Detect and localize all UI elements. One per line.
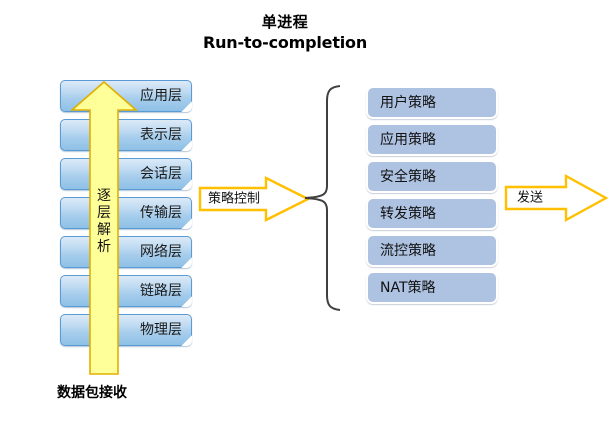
curly-brace-connector [300, 82, 344, 314]
osi-layer-label: 会话层 [140, 166, 182, 182]
policy-item-forwarding[interactable]: 转发策略 [366, 197, 498, 230]
osi-layer-presentation[interactable]: 表示层 [60, 119, 192, 151]
osi-layer-network[interactable]: 网络层 [60, 236, 192, 268]
up-arrow-label-char: 析 [97, 239, 111, 255]
arrow-policy-control-label: 策略控制 [208, 191, 261, 207]
title-line-chinese: 单进程 [261, 13, 309, 31]
osi-layer-physical[interactable]: 物理层 [60, 314, 192, 346]
policy-item-label: 用户策略 [380, 94, 436, 111]
osi-layer-label: 应用层 [140, 88, 182, 104]
osi-layer-transport[interactable]: 传输层 [60, 197, 192, 229]
osi-layer-label: 物理层 [140, 322, 182, 338]
osi-layer-datalink[interactable]: 链路层 [60, 275, 192, 307]
policy-item-security[interactable]: 安全策略 [366, 160, 498, 193]
osi-layer-label: 网络层 [140, 244, 182, 260]
policy-item-user[interactable]: 用户策略 [366, 86, 498, 119]
policy-item-nat[interactable]: NAT策略 [366, 271, 498, 304]
policy-item-label: 转发策略 [380, 205, 436, 222]
policy-item-label: 应用策略 [380, 131, 436, 148]
policy-item-application[interactable]: 应用策略 [366, 123, 498, 156]
right-arrow-icon [504, 173, 608, 223]
osi-layer-stack: 应用层 表示层 会话层 传输层 网络层 链路层 物理层 [60, 80, 192, 346]
up-arrow-label-char: 解 [97, 222, 111, 238]
up-arrow-icon [70, 80, 138, 375]
policy-item-label: 安全策略 [380, 168, 436, 185]
up-arrow-label-char: 逐 [97, 188, 111, 204]
osi-layer-label: 表示层 [140, 127, 182, 143]
policy-item-flow-control[interactable]: 流控策略 [366, 234, 498, 267]
osi-layer-session[interactable]: 会话层 [60, 158, 192, 190]
bottom-caption-packet-receive: 数据包接收 [57, 385, 127, 401]
up-arrow-label: 逐 层 解 析 [70, 188, 138, 256]
osi-layer-label: 链路层 [140, 283, 182, 299]
arrow-send-label: 发送 [517, 190, 544, 206]
right-arrow-icon [198, 176, 310, 222]
arrow-policy-control[interactable]: 策略控制 [198, 176, 310, 222]
diagram-title: 单进程 Run-to-completion [150, 12, 420, 53]
left-curly-brace-icon [304, 85, 341, 311]
title-line-english: Run-to-completion [202, 33, 368, 52]
up-arrow-label-char: 层 [97, 205, 111, 221]
osi-layer-label: 传输层 [140, 205, 182, 221]
arrow-send[interactable]: 发送 [504, 173, 608, 223]
policy-list: 用户策略 应用策略 安全策略 转发策略 流控策略 NAT策略 [366, 86, 498, 310]
policy-item-label: NAT策略 [380, 279, 436, 296]
up-arrow-layer-parsing: 逐 层 解 析 [70, 80, 138, 376]
policy-item-label: 流控策略 [380, 242, 436, 259]
